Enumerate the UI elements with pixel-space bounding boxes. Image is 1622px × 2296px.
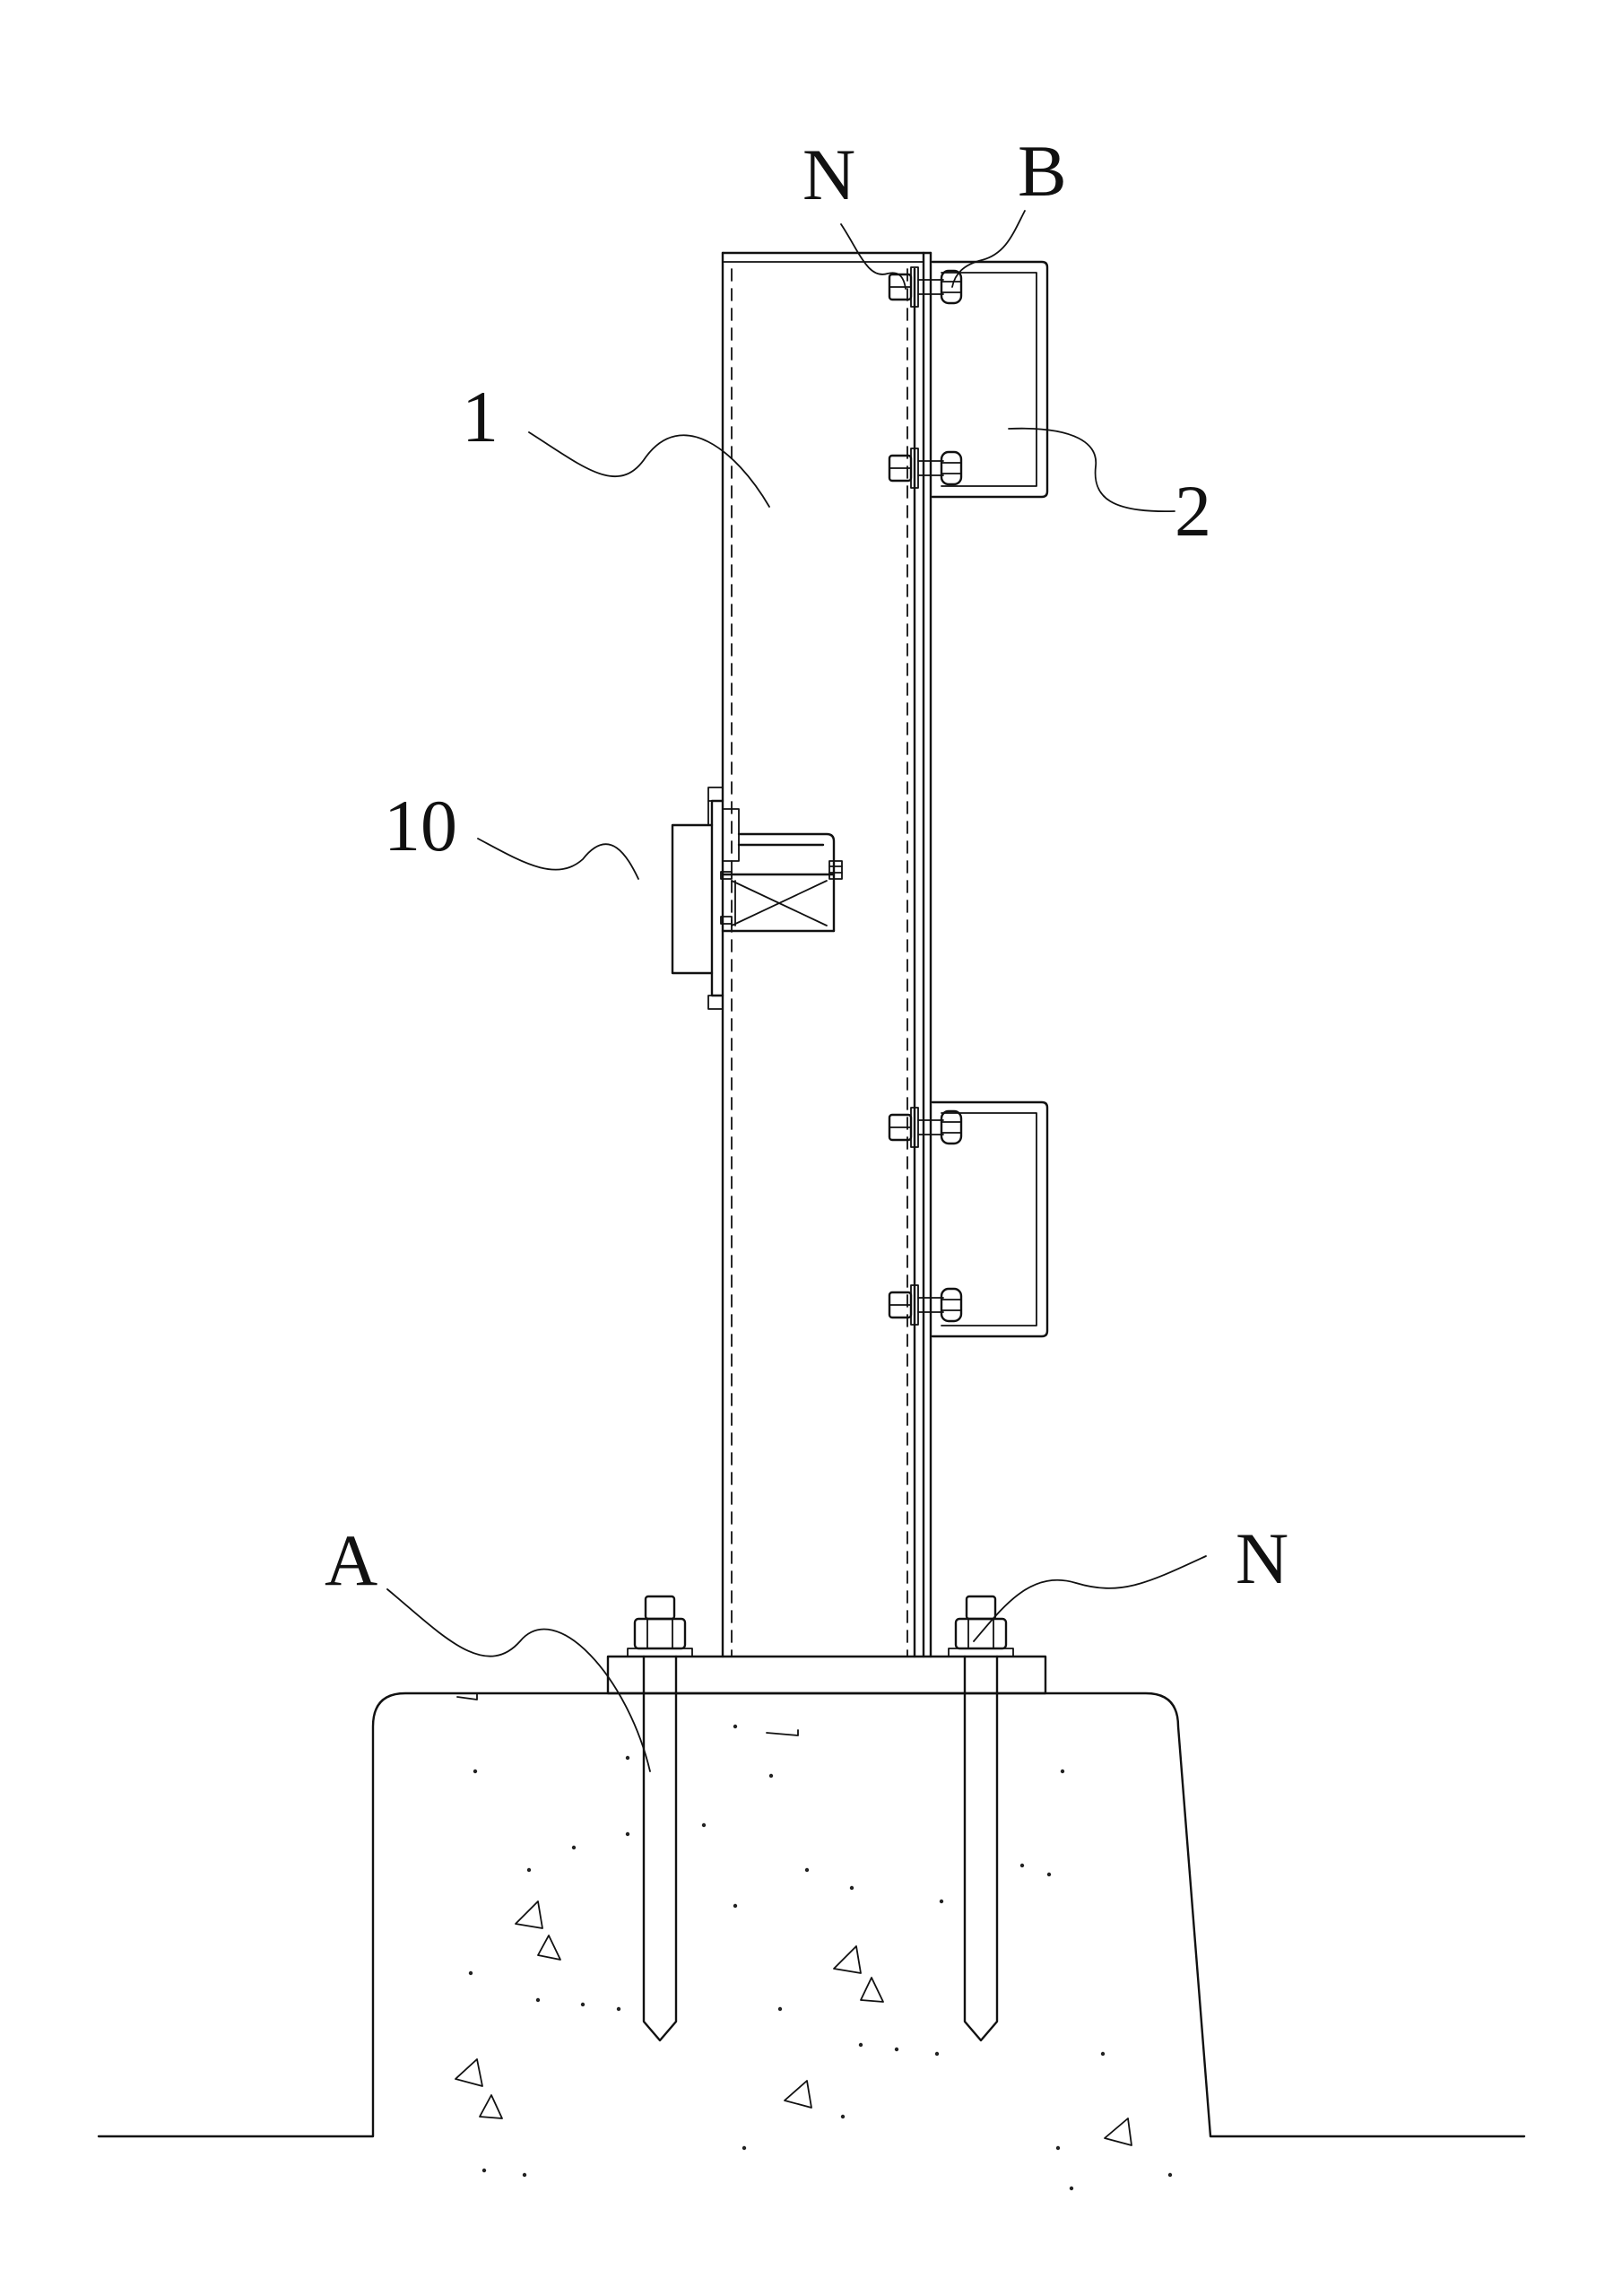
concrete-aggregate bbox=[455, 1693, 1173, 2191]
aggregate-speck bbox=[473, 1769, 478, 1774]
aggregate-speck bbox=[625, 1831, 630, 1837]
beam-channel-lower bbox=[931, 1100, 1049, 1338]
aggregate-speck bbox=[768, 1773, 774, 1779]
aggregate-speck bbox=[616, 2006, 621, 2012]
label-beam: 2 bbox=[1175, 470, 1211, 552]
aggregate-speck bbox=[1019, 1863, 1025, 1868]
aggregate-speck bbox=[804, 1867, 810, 1873]
anchor-bolt-right bbox=[948, 1595, 1014, 2042]
beam-bolt bbox=[888, 448, 963, 489]
beam-bolt bbox=[888, 266, 963, 308]
base-plate bbox=[606, 1655, 1047, 1695]
aggregate-speck bbox=[1060, 1769, 1065, 1774]
aggregate-stone bbox=[1104, 2118, 1132, 2146]
aggregate-speck bbox=[625, 1755, 630, 1761]
aggregate-speck bbox=[481, 2168, 487, 2173]
aggregate-speck bbox=[580, 2002, 585, 2007]
aggregate-stone bbox=[479, 2094, 503, 2119]
post bbox=[721, 251, 932, 1658]
aggregate-speck bbox=[934, 2051, 940, 2057]
aggregate-speck bbox=[1069, 2186, 1074, 2191]
label-post: 1 bbox=[462, 376, 499, 457]
aggregate-speck bbox=[1167, 2172, 1173, 2178]
aggregate-speck bbox=[701, 1822, 707, 1828]
aggregate-speck bbox=[571, 1845, 577, 1850]
aggregate-speck bbox=[858, 2042, 863, 2048]
aggregate-speck bbox=[522, 2172, 527, 2178]
aggregate-speck bbox=[777, 2006, 783, 2012]
leader-lines bbox=[386, 210, 1207, 1772]
aggregate-speck bbox=[939, 1899, 944, 1904]
label-anchor: A bbox=[325, 1519, 377, 1601]
aggregate-speck bbox=[742, 2145, 747, 2151]
anchor-bolt-left bbox=[627, 1595, 693, 2042]
label-nut-top: N bbox=[802, 134, 855, 215]
aggregate-mark bbox=[456, 1693, 478, 1700]
aggregate-speck bbox=[535, 1997, 541, 2003]
aggregate-speck bbox=[733, 1903, 738, 1909]
aggregate-stone bbox=[537, 1935, 561, 1961]
aggregate-speck bbox=[1100, 2051, 1106, 2057]
beam-bolt bbox=[888, 1107, 963, 1148]
aggregate-stone bbox=[860, 1977, 884, 2003]
aggregate-speck bbox=[468, 1970, 473, 1976]
aggregate-stone bbox=[515, 1900, 543, 1929]
aggregate-speck bbox=[1046, 1872, 1052, 1877]
aggregate-mark bbox=[766, 1729, 799, 1736]
aggregate-speck bbox=[526, 1867, 532, 1873]
aggregate-stone bbox=[455, 2058, 483, 2087]
aggregate-speck bbox=[849, 1885, 854, 1891]
label-bracket: 10 bbox=[384, 785, 457, 866]
aggregate-speck bbox=[894, 2047, 899, 2052]
label-nut-bottom: N bbox=[1236, 1518, 1288, 1599]
beam-channel-upper bbox=[931, 260, 1049, 499]
reference-labels: 1 2 10 N B A N bbox=[325, 130, 1288, 1601]
aggregate-stone bbox=[833, 1945, 862, 1974]
label-bolt-top: B bbox=[1018, 130, 1067, 212]
bracket bbox=[671, 787, 843, 1010]
ground-and-foundation bbox=[97, 1692, 1526, 2138]
aggregate-speck bbox=[1055, 2145, 1061, 2151]
aggregate-speck bbox=[733, 1724, 738, 1729]
aggregate-speck bbox=[840, 2114, 846, 2119]
beam-bolt-assemblies bbox=[888, 266, 963, 1326]
aggregate-stone bbox=[784, 2080, 812, 2109]
beam-bolt bbox=[888, 1284, 963, 1326]
